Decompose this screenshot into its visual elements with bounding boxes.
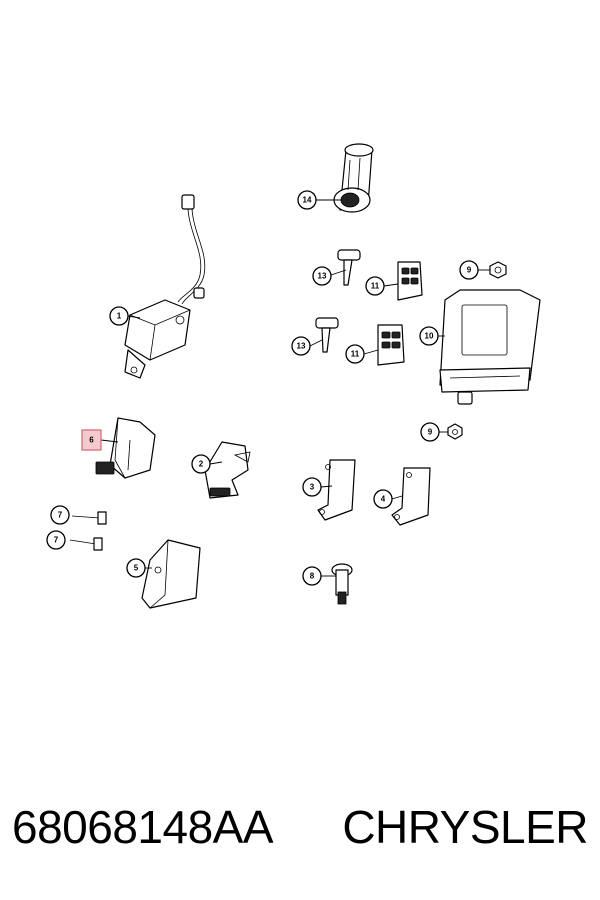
parts-diagram: 14 1 13 11 9 10 13 11 9 <box>46 143 541 609</box>
svg-text:2: 2 <box>199 460 204 469</box>
svg-text:11: 11 <box>351 350 360 359</box>
brand-name: CHRYSLER <box>342 801 588 853</box>
svg-text:7: 7 <box>54 536 59 545</box>
callout-3[interactable]: 3 <box>302 477 333 497</box>
part-6-module <box>141 539 201 609</box>
callout-13-upper[interactable]: 13 <box>312 266 347 286</box>
callout-11-lower[interactable]: 11 <box>345 344 379 364</box>
part-8-sensor <box>331 563 353 605</box>
callout-11-upper[interactable]: 11 <box>365 276 399 296</box>
callout-9-lower[interactable]: 9 <box>420 422 448 442</box>
part-10-receiver-module <box>439 289 541 405</box>
svg-text:13: 13 <box>297 342 306 351</box>
callout-9-upper[interactable]: 9 <box>459 260 490 280</box>
footer: 68068148AA CHRYSLER <box>0 800 600 860</box>
part-11-fob-lower <box>377 324 405 366</box>
svg-text:10: 10 <box>425 332 434 341</box>
callout-14[interactable]: 14 <box>297 190 342 210</box>
part-14-ignition-cylinder <box>333 143 374 213</box>
svg-text:8: 8 <box>310 572 315 581</box>
svg-text:4: 4 <box>381 495 386 504</box>
callout-5-selected[interactable]: 6 <box>81 429 119 451</box>
part-5-bracket <box>95 417 156 479</box>
part-number: 68068148AA <box>12 801 274 853</box>
svg-text:9: 9 <box>467 266 472 275</box>
part-13-key-upper <box>337 249 361 286</box>
svg-text:7: 7 <box>58 511 63 520</box>
callout-7-lower[interactable]: 7 <box>46 530 66 550</box>
svg-text:3: 3 <box>310 483 315 492</box>
svg-text:13: 13 <box>318 272 327 281</box>
svg-text:9: 9 <box>428 428 433 437</box>
part-11-fob-upper <box>397 261 423 301</box>
callout-2[interactable]: 2 <box>191 454 223 474</box>
svg-text:1: 1 <box>117 312 122 321</box>
callout-7-upper[interactable]: 7 <box>50 505 70 525</box>
callout-1[interactable]: 1 <box>109 306 141 326</box>
part-9-nut-upper <box>489 261 507 279</box>
part-7-screw-upper <box>71 511 107 525</box>
callout-8[interactable]: 8 <box>302 566 336 586</box>
part-2-bracket <box>204 441 251 499</box>
part-4-bracket <box>391 467 431 526</box>
part-7-screw-lower <box>69 537 103 551</box>
svg-text:6: 6 <box>89 436 94 445</box>
svg-text:11: 11 <box>371 282 380 291</box>
callout-10[interactable]: 10 <box>419 326 445 346</box>
part-13-key-lower <box>315 317 339 353</box>
part-3-bracket <box>317 459 356 521</box>
svg-text:5: 5 <box>134 564 139 573</box>
callout-6[interactable]: 5 <box>126 558 152 578</box>
part-1-module-harness <box>124 194 206 379</box>
svg-text:14: 14 <box>303 196 312 205</box>
callout-13-lower[interactable]: 13 <box>291 336 323 356</box>
callout-4[interactable]: 4 <box>373 489 403 509</box>
part-9-nut-lower <box>447 423 463 440</box>
